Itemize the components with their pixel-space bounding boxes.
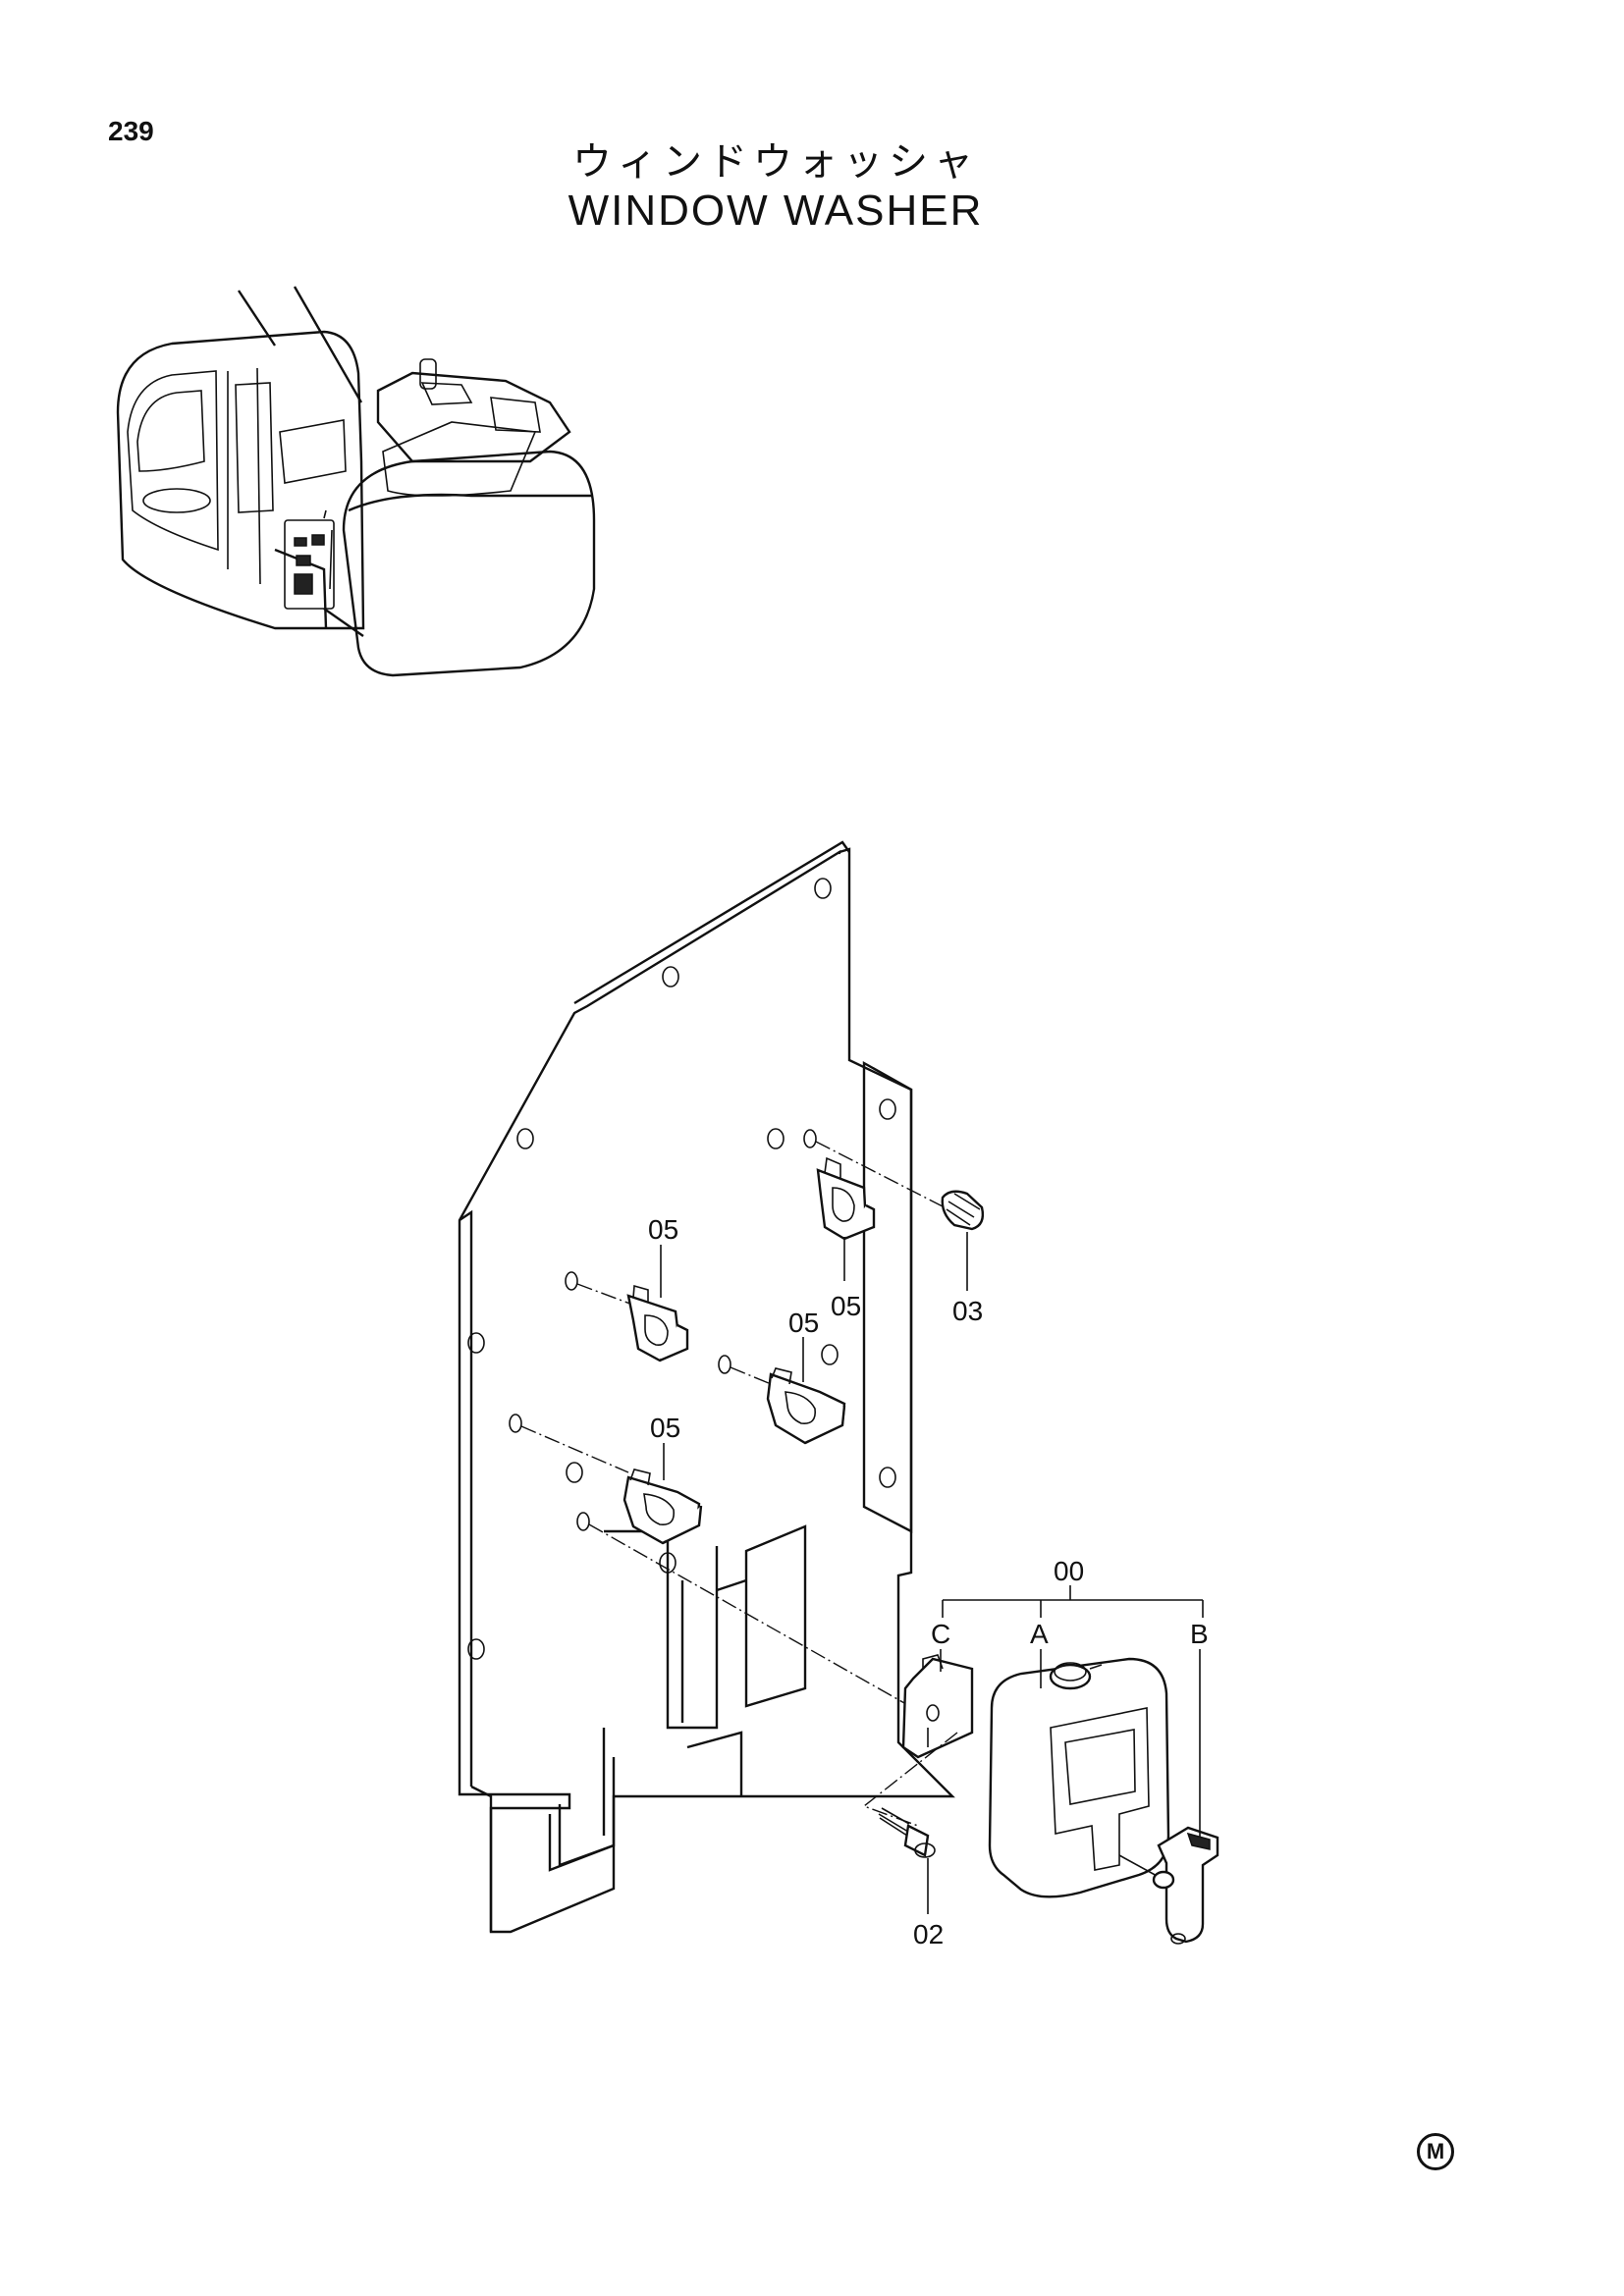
excavator-location-view	[116, 286, 596, 677]
mounting-panel	[458, 840, 955, 1934]
washer-pump-part-b	[1152, 1826, 1219, 1945]
clip-part-05-upper	[816, 1156, 876, 1241]
washer-tank-part-a	[988, 1657, 1170, 1898]
callout-00: 00	[1054, 1556, 1084, 1586]
callout-a: A	[1030, 1619, 1049, 1649]
clip-part-05-left	[626, 1284, 689, 1362]
callout-05-middle: 05	[788, 1308, 819, 1338]
callout-02: 02	[913, 1919, 944, 1949]
bracket-part-c	[862, 1654, 974, 1827]
callout-05-upper: 05	[831, 1291, 861, 1321]
callout-b: B	[1190, 1619, 1209, 1649]
clip-part-05-lower	[623, 1468, 703, 1545]
callout-c: C	[931, 1619, 950, 1649]
manufacturer-mark-icon: M	[1417, 2133, 1454, 2170]
bolt-part-02	[878, 1807, 936, 1858]
page-title: WINDOW WASHER	[568, 187, 984, 235]
callout-05-lower: 05	[650, 1413, 680, 1443]
page-number: 239	[108, 116, 154, 146]
clip-part-05-middle	[766, 1367, 846, 1445]
callout-leaders	[660, 1232, 1204, 1914]
callout-labels: 05 05 03 05 05 00 C A B 02	[648, 1214, 1209, 1949]
callout-03: 03	[952, 1296, 983, 1326]
grommet-part-03	[941, 1190, 985, 1231]
page-title-japanese: ウィンドウォッシャ	[572, 139, 979, 185]
callout-05-left: 05	[648, 1214, 678, 1245]
